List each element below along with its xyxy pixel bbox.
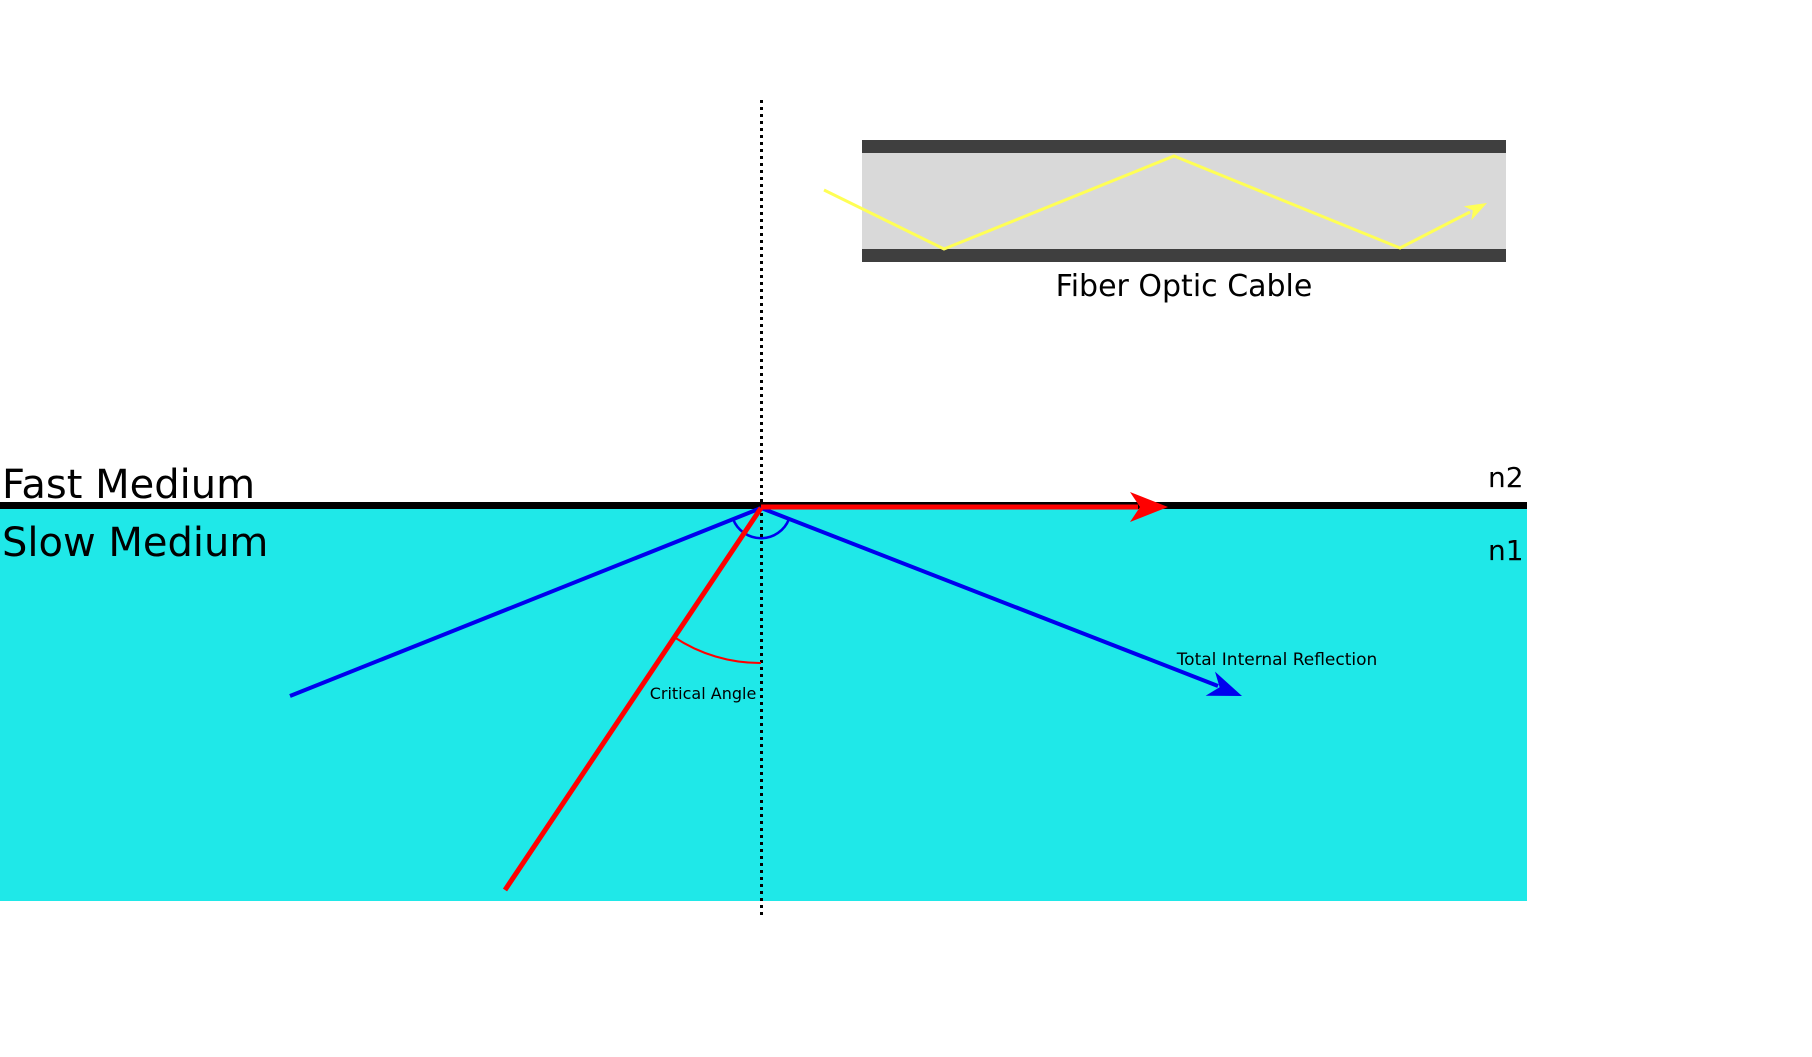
- slow-medium-label: Slow Medium: [2, 520, 268, 566]
- fast-medium-label: Fast Medium: [2, 462, 255, 508]
- blue-reflected-ray-arrowhead: [1205, 671, 1242, 696]
- fiber-light-ray: [823, 154, 1471, 251]
- fiber-optic-cable-label: Fiber Optic Cable: [1056, 269, 1313, 304]
- critical-angle-arc: [673, 636, 762, 665]
- fiber-cable-cladding-top: [862, 140, 1506, 153]
- n2-label: n2: [1488, 461, 1524, 494]
- red-refracted-ray-arrowhead: [1130, 492, 1168, 522]
- red-incident-ray: [502, 506, 764, 892]
- slow-medium-region: [0, 509, 1527, 901]
- fiber-cable-cladding-bottom: [862, 249, 1506, 262]
- n1-label: n1: [1488, 534, 1524, 567]
- blue-reflected-ray: [760, 506, 1219, 688]
- blue-angle-arc: [731, 518, 791, 540]
- blue-incident-ray: [289, 506, 762, 698]
- total-internal-reflection-label: Total Internal Reflection: [1176, 650, 1378, 670]
- fiber-light-ray-arrowhead: [1463, 203, 1487, 221]
- critical-angle-label: Critical Angle: [650, 684, 757, 703]
- fiber-cable-core: [862, 142, 1506, 262]
